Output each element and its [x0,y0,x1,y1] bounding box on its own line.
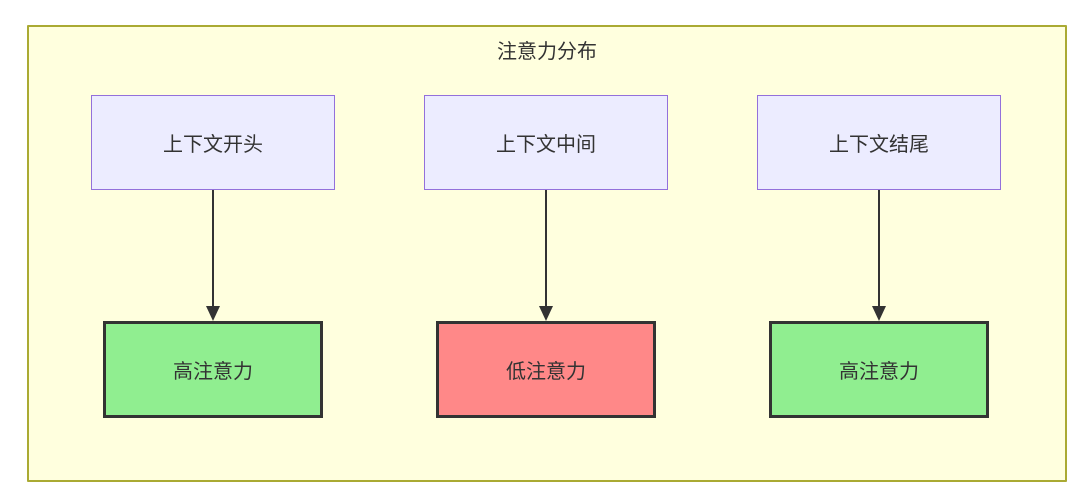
arrow-down-connector [206,190,220,321]
source-node-context-start: 上下文开头 [91,95,335,190]
column-context-end: 上下文结尾 高注意力 [757,95,1001,418]
column-context-start: 上下文开头 高注意力 [91,95,335,418]
target-node-high-attention: 高注意力 [769,321,989,418]
arrow-down-connector [539,190,553,321]
target-node-low-attention: 低注意力 [436,321,656,418]
target-node-high-attention: 高注意力 [103,321,323,418]
source-node-context-end: 上下文结尾 [757,95,1001,190]
diagram-title: 注意力分布 [497,41,597,63]
column-context-middle: 上下文中间 低注意力 [424,95,668,418]
diagram-columns: 上下文开头 高注意力 上下文中间 低注意力 上下文结尾 高注意力 [91,95,1001,418]
source-node-context-middle: 上下文中间 [424,95,668,190]
subgraph-container: 注意力分布 上下文开头 高注意力 上下文中间 低注意力 上下文结尾 高注 [27,25,1067,482]
arrow-down-connector [872,190,886,321]
